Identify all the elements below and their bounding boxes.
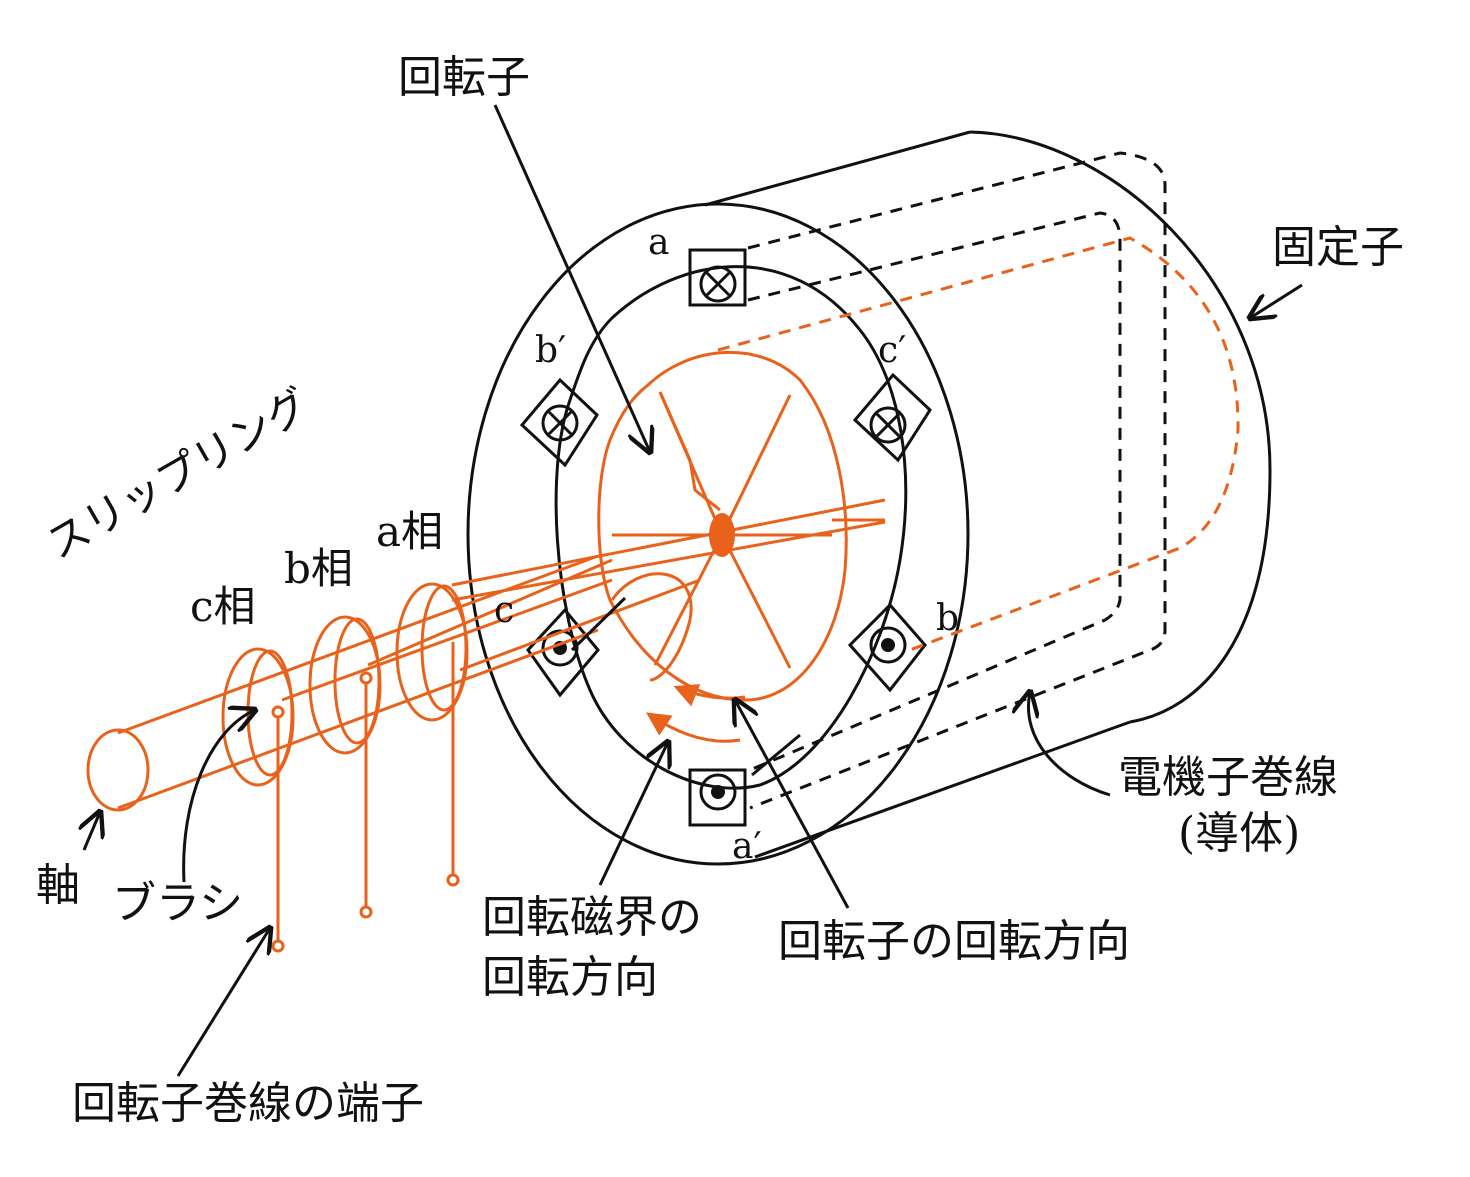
leader-rotor <box>493 104 650 452</box>
rotor-rotation-arrow <box>673 684 746 707</box>
label-brush: ブラシ <box>112 878 243 929</box>
label-slip-ring: スリップリング <box>39 379 318 568</box>
slot-a-tooth <box>688 248 747 307</box>
label-slot-c-prime: c′ <box>878 330 906 371</box>
rotor <box>570 351 885 777</box>
rotor-spoke-4 <box>720 534 792 669</box>
label-rotor: 回転子 <box>398 52 530 103</box>
armature-winding <box>747 151 1167 810</box>
winding-a-top <box>747 151 1167 810</box>
slot-b-prime-conductor <box>541 404 579 442</box>
stator-bottom-edge <box>754 720 1131 859</box>
slip-ring-c-inner <box>246 649 294 777</box>
slot-b-dot-icon <box>881 638 895 652</box>
slot-b-tooth <box>847 602 927 693</box>
lead-c <box>281 578 613 702</box>
lead-a1 <box>451 498 886 587</box>
shaft-bottom-edge <box>117 628 599 810</box>
slot-a-prime-dot-icon <box>711 785 725 799</box>
label-slot-b: b <box>936 598 959 639</box>
rotor-bar-loop <box>610 572 693 682</box>
label-rotor-terminal: 回転子巻線の端子 <box>72 1078 424 1129</box>
shaft-end <box>86 728 150 812</box>
rotor-spoke-3 <box>653 534 724 666</box>
rotor-spoke-2 <box>720 394 792 536</box>
brush-arm-lower <box>751 733 801 777</box>
label-stator: 固定子 <box>1272 222 1404 273</box>
label-phase-c: c相 <box>190 582 256 631</box>
label-slot-a: a <box>648 222 669 263</box>
brush-arm-upper <box>570 596 627 652</box>
slot-b-prime-cross-icon <box>547 410 573 436</box>
label-rotor-rotation: 回転子の回転方向 <box>778 916 1130 967</box>
leader-terminal <box>176 928 270 1077</box>
slot-c-prime-tooth <box>852 372 932 463</box>
lead-a3 <box>459 578 701 672</box>
slot-a-prime-conductor <box>699 773 737 811</box>
leader-armature <box>1028 692 1111 797</box>
text-labels: 回転子 固定子 スリップリング a相 b相 c相 軸 ブラシ 電機子巻線 (導体… <box>36 52 1404 1129</box>
brush-contact-b <box>359 671 373 685</box>
leader-field-rotation <box>598 742 668 886</box>
slot-a-cross-icon <box>705 271 731 297</box>
stator-top-edge <box>704 130 971 207</box>
shaft-top-edge <box>117 554 599 735</box>
rotor-bar-bent <box>658 391 721 512</box>
label-slot-c: c <box>494 590 514 631</box>
label-phase-a: a相 <box>376 507 443 556</box>
slot-a-conductor <box>699 265 737 303</box>
label-shaft: 軸 <box>36 860 80 911</box>
leaders <box>84 104 1303 1077</box>
label-armature-winding-1: 電機子巻線 <box>1118 752 1338 803</box>
leader-brush <box>182 710 255 883</box>
slot-b-conductor <box>869 626 907 664</box>
winding-rotor-dashed <box>717 236 1240 652</box>
leader-rotor-rotation <box>735 700 850 909</box>
shaft-assembly <box>86 498 886 953</box>
stator-back-rim <box>969 130 1272 724</box>
slot-c-tooth <box>526 607 600 698</box>
slot-c-prime-cross-icon <box>875 412 901 438</box>
slip-ring-b-inner <box>333 617 381 745</box>
label-slot-a-prime: a′ <box>732 826 762 867</box>
label-rotating-field-1: 回転磁界の <box>482 892 702 943</box>
slot-a-prime-tooth <box>688 768 747 827</box>
field-rotation-arrow <box>646 712 741 743</box>
stator-front-face <box>466 202 970 866</box>
slot-b-prime-tooth <box>519 377 599 468</box>
winding-a-inner <box>747 211 1122 772</box>
label-rotating-field-2: 回転方向 <box>482 952 658 1003</box>
label-slot-b-prime: b′ <box>535 330 566 371</box>
terminal-c <box>271 939 285 953</box>
slot-c-prime-conductor <box>869 406 907 444</box>
leader-shaft <box>84 812 100 851</box>
terminal-a <box>446 873 460 887</box>
label-phase-b: b相 <box>284 544 353 593</box>
leader-stator <box>1250 283 1303 318</box>
brush-contact-c <box>271 705 285 719</box>
terminal-b <box>359 905 373 919</box>
label-armature-winding-2: (導体) <box>1178 808 1300 859</box>
rotor-outline <box>597 351 848 702</box>
